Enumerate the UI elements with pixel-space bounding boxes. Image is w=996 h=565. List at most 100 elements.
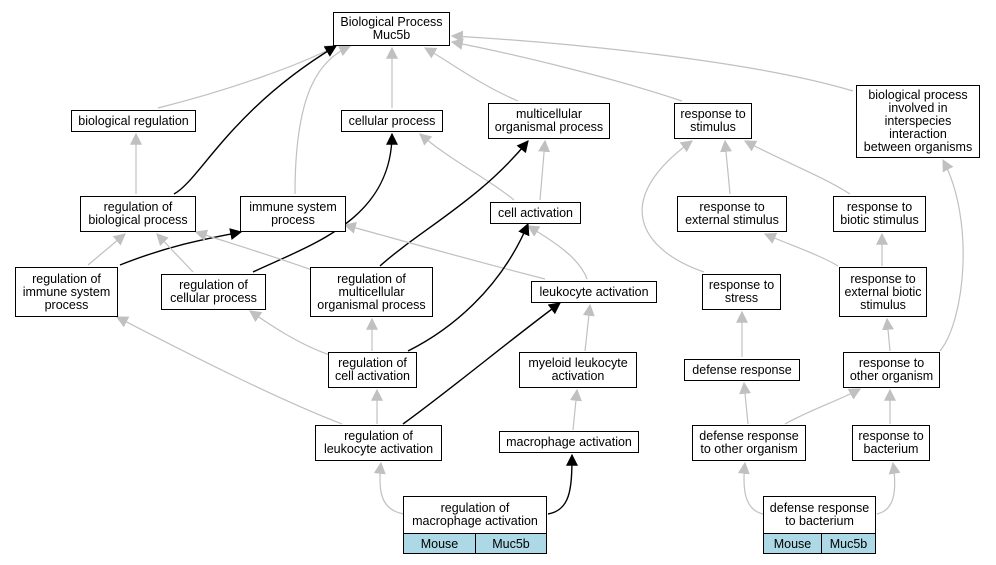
edge-from-respother bbox=[882, 317, 894, 352]
node-label-line: interspecies bbox=[884, 114, 952, 128]
edge-from-regmulti bbox=[194, 229, 313, 271]
node-label-line: process bbox=[271, 213, 315, 227]
edge-from-cellact bbox=[538, 139, 551, 201]
node-defense-response[interactable]: defense response bbox=[684, 359, 800, 381]
node-label-line: leukocyte activation bbox=[323, 442, 434, 456]
edge-from-resp bbox=[450, 38, 683, 102]
gene-tag: Muc5b bbox=[475, 533, 547, 554]
node-label: leukocyte activation bbox=[539, 284, 649, 299]
node-label-line: other organism bbox=[849, 369, 934, 383]
node-label: defense response bbox=[692, 363, 791, 377]
edge-from-interspec bbox=[939, 158, 964, 352]
edge-from-respbio bbox=[743, 140, 851, 195]
node-label-line: response to bbox=[858, 429, 924, 443]
node-cell-activation[interactable]: cell activation bbox=[490, 202, 581, 224]
node-label-line: myeloid leukocyte bbox=[528, 356, 628, 370]
edge-from-defother bbox=[739, 381, 752, 425]
edge-from-regcell bbox=[156, 233, 194, 273]
edge-from-regleuk bbox=[402, 302, 561, 425]
edge-from-regimm bbox=[119, 228, 243, 266]
edge-from-respstress bbox=[641, 140, 705, 273]
node-label-line: cell activation bbox=[497, 205, 574, 220]
node-label-line: response to bbox=[846, 200, 913, 214]
node-label-line: activation bbox=[551, 369, 605, 383]
node-label-line: multicellular bbox=[515, 107, 582, 121]
node-label-line: process bbox=[44, 297, 89, 312]
node-label-line: regulation of bbox=[344, 429, 413, 443]
node-label-line: immune system bbox=[249, 200, 337, 214]
node-label-line: organismal process bbox=[317, 297, 426, 312]
edge-from-multiproc bbox=[423, 47, 519, 102]
node-label-line: external biotic bbox=[844, 284, 922, 299]
node-label-line: cell activation bbox=[334, 369, 411, 383]
node-label-line: biological process bbox=[868, 88, 968, 102]
node-label-line: defense response bbox=[699, 429, 799, 443]
node-label-line: immune system bbox=[22, 284, 111, 299]
node-label-line: macrophage activation bbox=[506, 434, 632, 449]
node-label-line: involved in bbox=[888, 101, 948, 115]
node-label-line: leukocyte activation bbox=[539, 284, 649, 299]
edge-from-regmulti bbox=[379, 140, 529, 267]
node-label-line: external stimulus bbox=[685, 213, 779, 227]
node-label-line: macrophage activation bbox=[412, 514, 538, 528]
edge-from-regleuk bbox=[115, 316, 343, 425]
node-macrophage-activation[interactable]: macrophage activation bbox=[499, 431, 639, 453]
edge-from-cellact bbox=[419, 133, 515, 201]
edge-from-myeloid bbox=[582, 303, 595, 352]
node-label-line: regulation of bbox=[32, 271, 101, 286]
node-cellular-process[interactable]: cellular process bbox=[341, 110, 443, 132]
node-label: macrophage activation bbox=[506, 434, 632, 449]
edge-from-defbact bbox=[737, 461, 764, 515]
edge-from-bioreg bbox=[157, 45, 338, 109]
node-leukocyte-activation[interactable]: leukocyte activation bbox=[531, 281, 657, 303]
edge-from-interspec bbox=[450, 30, 854, 92]
node-label-line: stimulus bbox=[690, 120, 736, 134]
edge-from-regcellact bbox=[249, 310, 331, 356]
edge-from-respext bbox=[720, 139, 732, 195]
node-label-line: organismal process bbox=[494, 120, 604, 134]
node-label-line: regulation of bbox=[337, 271, 406, 286]
edge-from-macroact bbox=[569, 388, 582, 431]
node-label-line: response to bbox=[708, 278, 775, 292]
edge-from-leukact bbox=[343, 222, 546, 280]
node-label-line: Biological Process bbox=[340, 15, 443, 29]
node-label-line: response to bbox=[680, 107, 746, 121]
node-label-line: to bacterium bbox=[785, 514, 854, 528]
organism-tag: Mouse bbox=[403, 533, 476, 554]
edge-from-defbact bbox=[876, 461, 901, 515]
node-biological-regulation[interactable]: biological regulation bbox=[71, 110, 196, 132]
node-label-line: cellular process bbox=[170, 291, 257, 305]
